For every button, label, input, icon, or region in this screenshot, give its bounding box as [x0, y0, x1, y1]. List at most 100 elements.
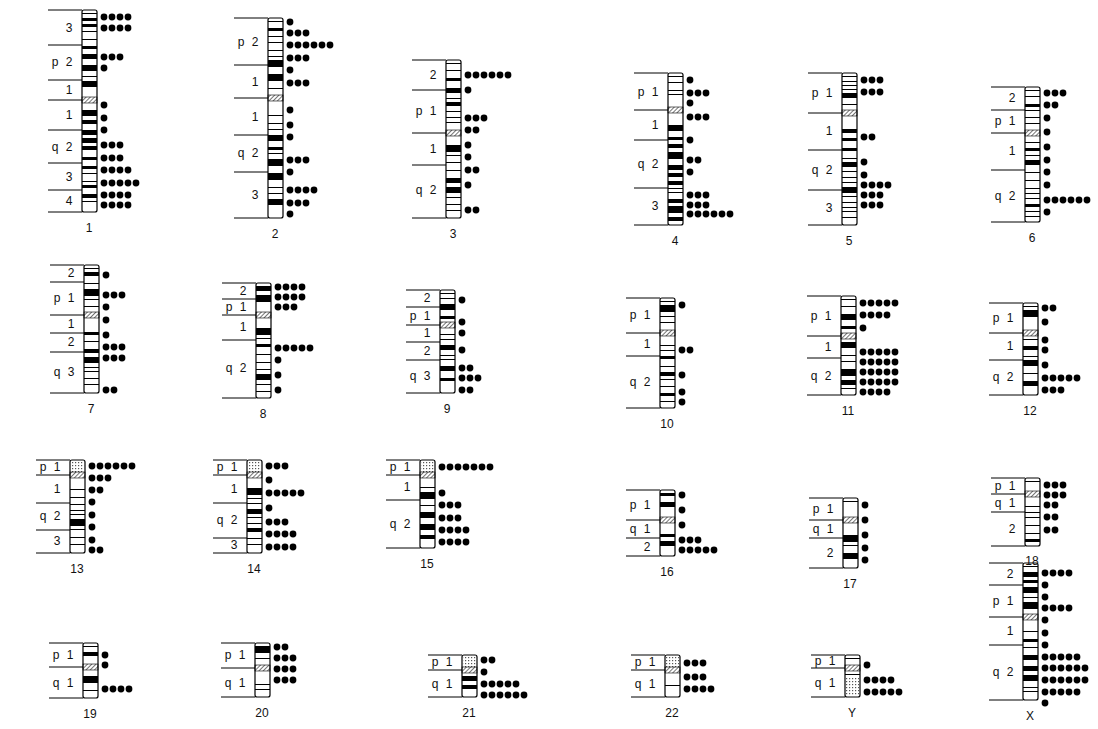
mapping-dot [287, 42, 294, 49]
arm-label: q [811, 370, 818, 383]
mapping-dot [700, 686, 707, 693]
mapping-dot [1074, 665, 1081, 672]
mapping-dot [505, 681, 512, 688]
chromosome-band [70, 537, 85, 538]
chromosome-band [256, 391, 271, 392]
centromere [70, 472, 85, 478]
chromosome-body [255, 643, 270, 697]
chromosome-band [660, 541, 675, 546]
chromosome-band [84, 349, 99, 353]
mapping-dot [888, 677, 895, 684]
mapping-dot [287, 134, 294, 141]
mapping-dot [862, 557, 869, 564]
mapping-dot [275, 345, 282, 352]
region-boundary-line [36, 530, 70, 531]
mapping-dot [275, 357, 282, 364]
band-number: 1 [649, 656, 656, 669]
mapping-dot [447, 527, 454, 534]
band-number: 2 [652, 158, 659, 171]
mapping-dot [291, 304, 298, 311]
chromosome-band [446, 162, 461, 163]
region-boundary-line [807, 358, 841, 359]
region-boundary-line [49, 698, 83, 699]
chromosome-ideogram [634, 73, 733, 225]
arm-label: q [225, 677, 232, 690]
chromosome-band [1025, 517, 1040, 518]
chromosome-band [462, 685, 477, 689]
chromosome-band [82, 39, 97, 40]
mapping-dot [505, 692, 512, 699]
mapping-dot [876, 359, 883, 366]
chromosome-band [268, 74, 283, 81]
mapping-dot [481, 72, 488, 79]
satellite-region [71, 461, 85, 473]
band-number: 1 [240, 301, 247, 314]
mapping-dot [864, 689, 871, 696]
arm-label: q [815, 677, 822, 690]
chromosome-band [1025, 512, 1040, 513]
mapping-dot [287, 211, 294, 218]
chromosome-ideogram [991, 478, 1066, 546]
mapping-dot [877, 182, 884, 189]
mapping-dot [465, 167, 472, 174]
band-number: 1 [1009, 115, 1016, 128]
arm-label: q [995, 190, 1002, 203]
chromosome-band [268, 60, 283, 67]
arm-label: q [995, 497, 1002, 510]
chromosome-band [1023, 687, 1038, 688]
mapping-dot [703, 211, 710, 218]
mapping-dot [266, 505, 273, 512]
chromosome-body [1025, 87, 1040, 222]
mapping-dot [884, 379, 891, 386]
mapping-dot [109, 142, 116, 149]
mapping-dot [1042, 387, 1049, 394]
chromosome-body [841, 296, 856, 395]
mapping-dot [1044, 182, 1051, 189]
chromosome-band [841, 342, 856, 348]
region-boundary-line [234, 98, 268, 99]
mapping-dot [459, 375, 466, 382]
mapping-dot [1042, 677, 1049, 684]
region-boundary-line [406, 325, 440, 326]
mapping-dot [459, 297, 466, 304]
mapping-dot [1084, 197, 1091, 204]
region-boundary-line [234, 135, 268, 136]
mapping-dot [274, 666, 281, 673]
band-number: 2 [1007, 666, 1014, 679]
chromosome-band [842, 207, 857, 208]
chromosome-body [660, 490, 675, 556]
band-number: 1 [239, 677, 246, 690]
chromosome-ideogram [213, 460, 304, 553]
mapping-dot [695, 90, 702, 97]
mapping-dot [295, 42, 302, 49]
mapping-dot [109, 155, 116, 162]
mapping-dot [465, 72, 472, 79]
mapping-dot [459, 330, 466, 337]
chromosome-band [1023, 310, 1038, 317]
chromosome-band [255, 646, 270, 653]
mapping-dot [111, 355, 118, 362]
band-number: 1 [1007, 595, 1014, 608]
chromosome-band [268, 42, 283, 43]
band-number: 2 [66, 141, 73, 154]
chromosome-number: 15 [420, 558, 433, 571]
chromosome-band [440, 339, 455, 340]
mapping-dot [505, 72, 512, 79]
mapping-dot [101, 155, 108, 162]
chromosome-band [247, 517, 262, 518]
chromosome-body [668, 73, 683, 225]
mapping-dot [275, 387, 282, 394]
chromosome-ideogram [989, 303, 1080, 395]
mapping-dot [274, 644, 281, 651]
mapping-dot [876, 349, 883, 356]
arm-label: p [630, 499, 637, 512]
mapping-dot [692, 660, 699, 667]
mapping-dot [295, 157, 302, 164]
band-number: 1 [66, 109, 73, 122]
chromosome-band [82, 24, 97, 27]
chromosome-band [256, 362, 271, 363]
mapping-dot [1042, 630, 1049, 637]
chromosome-band [668, 199, 683, 203]
band-number: 2 [1009, 523, 1016, 536]
chromosome-band [82, 65, 97, 71]
